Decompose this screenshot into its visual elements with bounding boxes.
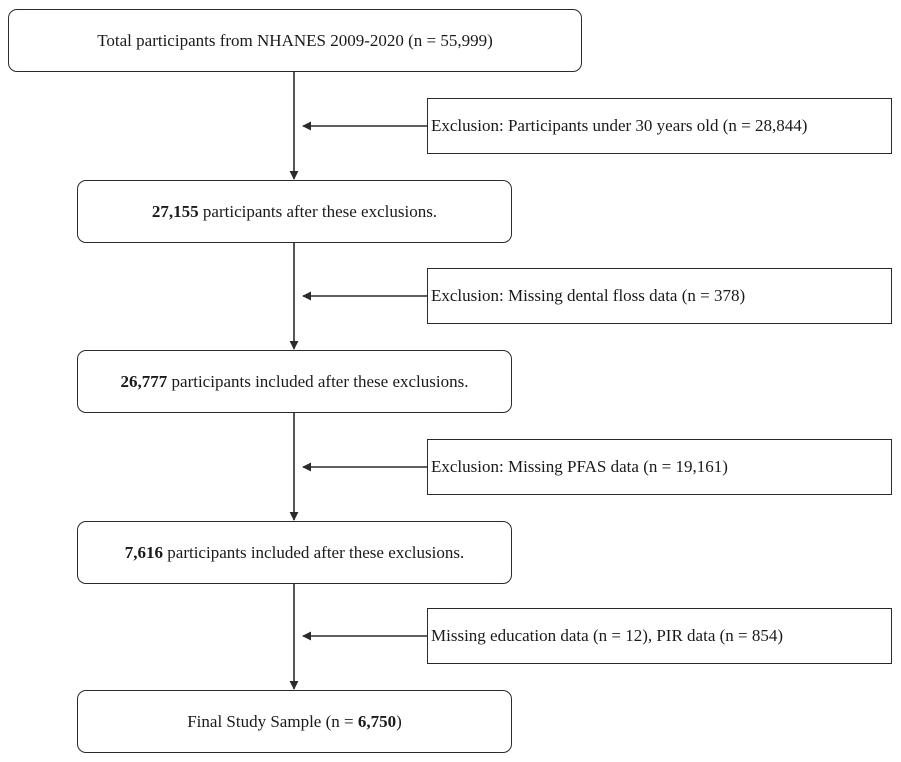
step-text: 26,777 participants included after these…: [120, 371, 469, 391]
step-text: Final Study Sample (n = 6,750): [187, 711, 402, 731]
final-study-sample-box: Final Study Sample (n = 6,750): [77, 690, 512, 753]
exclusion-box-education-pir: Missing education data (n = 12), PIR dat…: [427, 608, 892, 664]
exclusion-text: Exclusion: Missing dental floss data (n …: [431, 286, 746, 305]
exclusion-box-age: Exclusion: Participants under 30 years o…: [427, 98, 892, 154]
exclusion-text: Exclusion: Missing PFAS data (n = 19,161…: [431, 457, 728, 476]
exclusion-text: Missing education data (n = 12), PIR dat…: [431, 626, 784, 645]
step-text: Total participants from NHANES 2009-2020…: [97, 30, 493, 50]
exclusion-box-dental-floss: Exclusion: Missing dental floss data (n …: [427, 268, 892, 324]
exclusion-box-pfas: Exclusion: Missing PFAS data (n = 19,161…: [427, 439, 892, 495]
after-floss-exclusion-box: 26,777 participants included after these…: [77, 350, 512, 413]
after-pfas-exclusion-box: 7,616 participants included after these …: [77, 521, 512, 584]
step-text: 7,616 participants included after these …: [124, 542, 465, 562]
exclusion-text: Exclusion: Participants under 30 years o…: [431, 116, 808, 135]
after-age-exclusion-box: 27,155 participants after these exclusio…: [77, 180, 512, 243]
step-text: 27,155 participants after these exclusio…: [151, 201, 438, 221]
total-participants-box: Total participants from NHANES 2009-2020…: [8, 9, 582, 72]
